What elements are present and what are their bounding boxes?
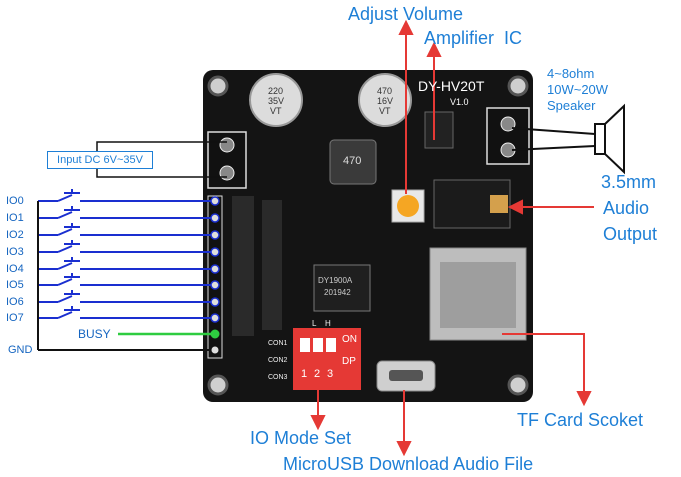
inductor-text: 470	[343, 155, 362, 167]
cap2-value: 470	[377, 86, 393, 96]
adjust-volume-label: Adjust Volume	[348, 4, 464, 24]
decoder-chip	[313, 264, 371, 312]
dip-switch-key-3	[326, 338, 336, 352]
board-model-text: DY-HV20T	[418, 78, 485, 94]
audio-jack-socket	[490, 195, 508, 213]
speaker-icon-cone	[604, 103, 625, 175]
speaker-spec-line2: 10W~20W	[547, 82, 609, 97]
busy-label: BUSY	[78, 327, 111, 341]
mount-hole-tl	[207, 75, 229, 97]
switch-num-1: 1	[301, 368, 308, 380]
inductor	[329, 139, 377, 185]
resistor-array-2	[262, 200, 282, 330]
io-label-7: IO7	[6, 312, 24, 324]
gnd-pin	[210, 345, 220, 355]
switch-on-text: ON	[342, 334, 357, 345]
io-label-4: IO4	[6, 263, 24, 275]
cap2-vt: VT	[379, 106, 391, 116]
switch-num-3: 3	[327, 368, 334, 380]
red-arrows	[310, 19, 594, 457]
dip-switch-key-2	[313, 338, 323, 352]
dc-input-wire-top	[96, 141, 227, 151]
push-buttons	[38, 189, 88, 319]
speaker-wire-1	[511, 127, 596, 135]
speaker-spec-line3: Speaker	[547, 98, 596, 113]
capacitor-470uf	[358, 73, 412, 127]
cap1-value: 220	[268, 86, 284, 96]
io-label-2: IO2	[6, 229, 24, 241]
cap1-vt: VT	[270, 106, 282, 116]
audio-output-line1: 3.5mm	[601, 172, 657, 192]
mount-hole-br	[507, 374, 529, 396]
speaker-terminal-screw-1	[500, 116, 516, 132]
mount-hole-tr	[507, 75, 529, 97]
microusb-port-opening	[389, 370, 423, 381]
switch-dp-text: DP	[342, 356, 356, 367]
amplifier-chip	[424, 111, 454, 149]
io-label-5: IO5	[6, 279, 24, 291]
audio-output-line2: Audio	[603, 198, 650, 218]
speaker-wire-2	[511, 145, 596, 151]
speaker-spec-line1: 4~8ohm	[547, 66, 595, 81]
io-label-3: IO3	[6, 246, 24, 258]
con2-text: CON2	[268, 357, 288, 364]
lh-text: L H	[312, 319, 331, 328]
header-pins	[210, 196, 220, 323]
board-version-text: V1.0	[450, 97, 469, 107]
audio-output-line3: Output	[603, 224, 658, 244]
io-mode-set-label: IO Mode Set	[250, 428, 352, 448]
capacitor-220uf	[249, 73, 303, 127]
mount-hole-bl	[207, 374, 229, 396]
cap1-voltage: 35V	[268, 96, 285, 106]
dc-input-wire-bottom	[96, 168, 227, 178]
volume-knob	[397, 195, 419, 217]
io-wires	[88, 200, 214, 319]
con1-text: CON1	[268, 340, 288, 347]
microusb-label: MicroUSB Download Audio File	[283, 454, 534, 474]
busy-pin	[210, 329, 220, 339]
amplifier-ic-label: Amplifier IC	[424, 28, 523, 48]
io-label-1: IO1	[6, 212, 24, 224]
power-terminal-screw-1	[219, 137, 235, 153]
io-label-0: IO0	[6, 195, 24, 207]
con3-text: CON3	[268, 374, 288, 381]
tf-card-label: TF Card Scoket	[517, 410, 644, 430]
dip-switch-key-1	[300, 338, 310, 352]
chip-text-2: 201942	[324, 288, 351, 297]
switch-num-2: 2	[314, 368, 321, 380]
input-dc-label: Input DC 6V~35V	[47, 151, 153, 169]
power-terminal-screw-2	[219, 165, 235, 181]
resistor-array	[232, 196, 254, 336]
tf-card-slot-inner	[440, 262, 516, 328]
cap2-voltage: 16V	[377, 96, 394, 106]
gnd-label: GND	[8, 344, 33, 356]
chip-text-1: DY1900A	[318, 276, 353, 285]
speaker-icon-body	[594, 123, 606, 155]
io-label-6: IO6	[6, 296, 24, 308]
